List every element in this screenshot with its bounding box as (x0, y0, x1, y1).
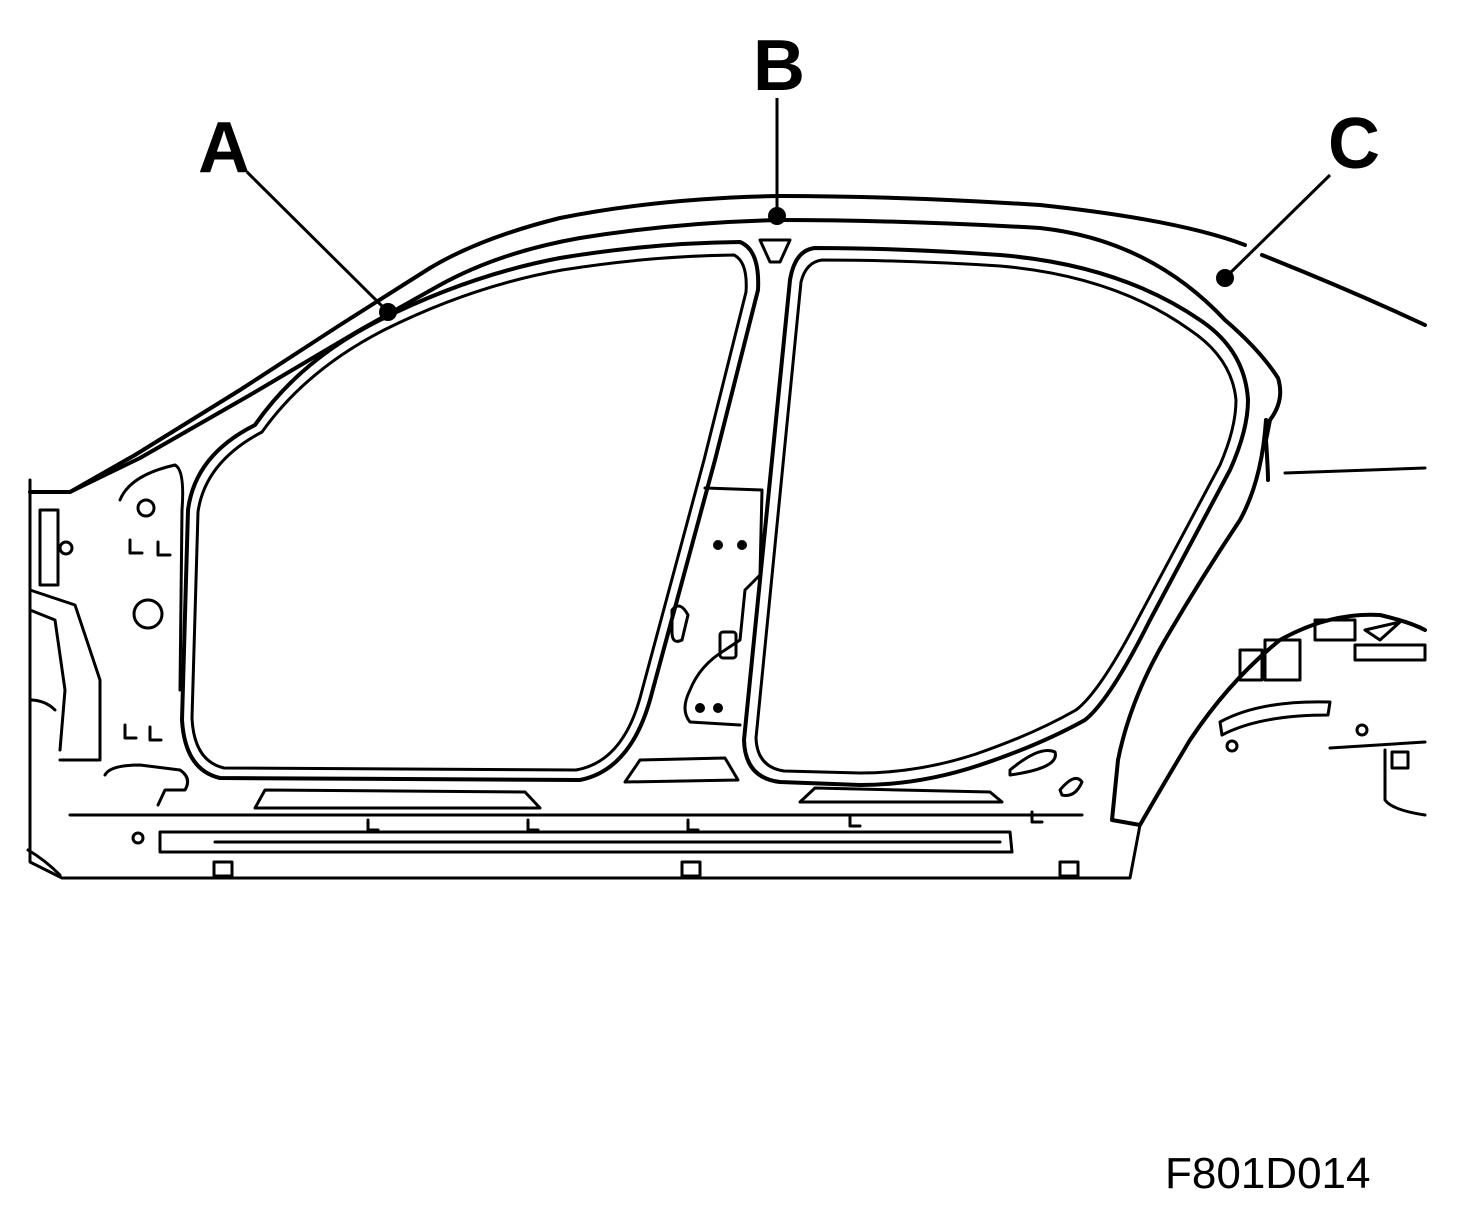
callout-c: C (1216, 104, 1380, 287)
rear-wheel-arch-details (1008, 618, 1427, 817)
rear-door-opening (742, 246, 1250, 787)
a-pillar-front-details (26, 463, 1142, 880)
rocker-sill (68, 786, 1084, 878)
body-side-outline (28, 194, 1427, 827)
b-pillar-details (623, 238, 792, 784)
callout-b: B (753, 26, 805, 225)
callout-label-b: B (753, 26, 805, 106)
front-door-opening (180, 240, 761, 782)
callout-label-c: C (1328, 104, 1380, 184)
callout-label-a: A (198, 108, 250, 188)
figure-code: F801D014 (1165, 1149, 1370, 1198)
callout-a: A (198, 108, 397, 321)
